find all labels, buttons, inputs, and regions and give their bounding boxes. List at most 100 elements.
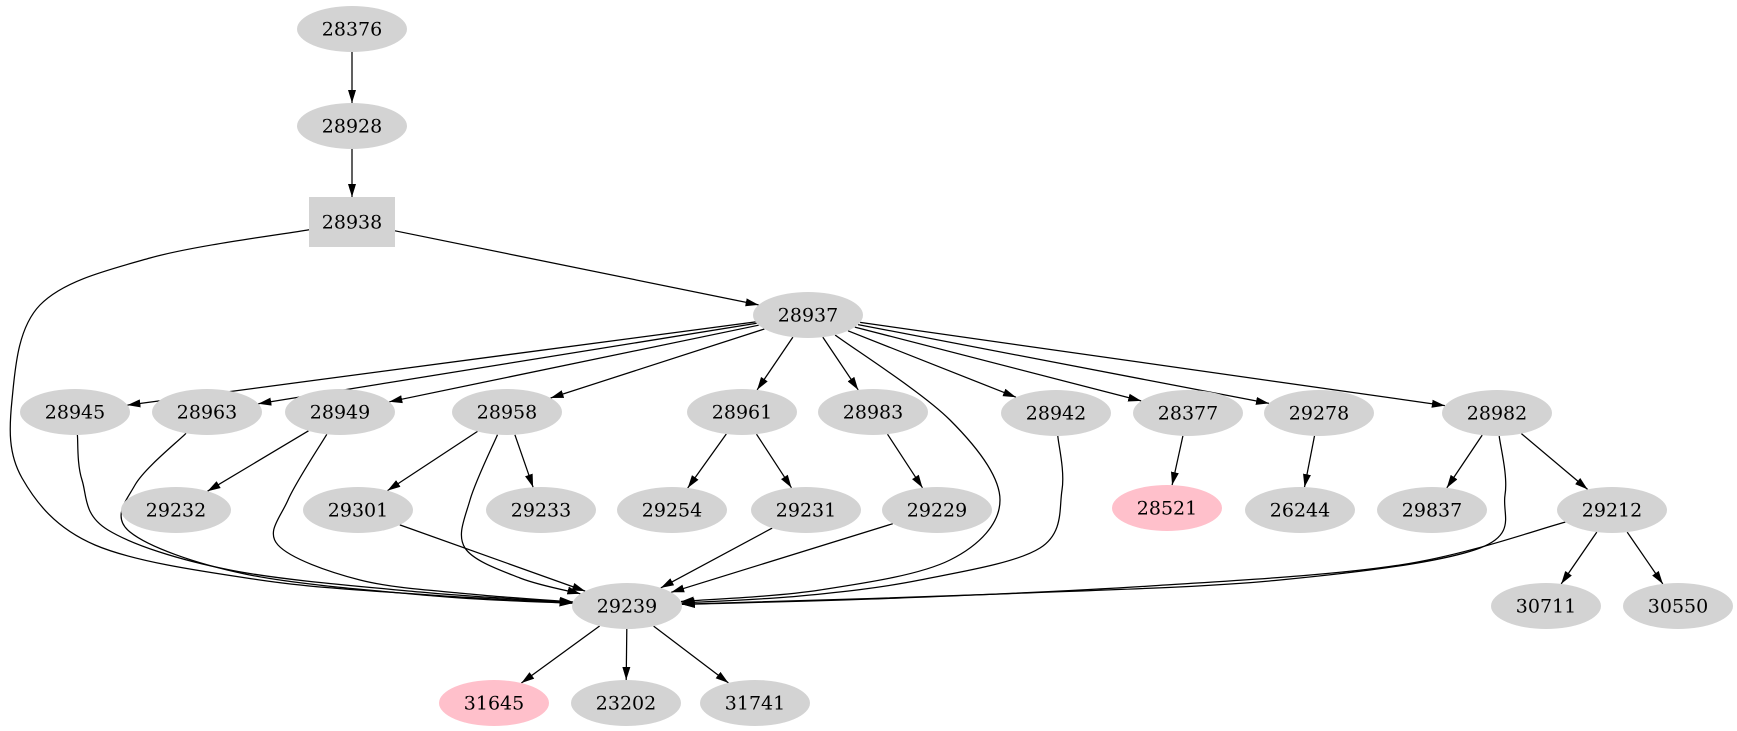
node-label-28938: 28938 — [322, 212, 382, 234]
edge-28937-28982 — [860, 321, 1445, 408]
node-label-31741: 31741 — [725, 693, 785, 715]
node-29254: 29254 — [617, 487, 727, 533]
node-label-29233: 29233 — [511, 500, 571, 522]
node-ellipse-shape — [617, 487, 727, 533]
node-28521: 28521 — [1112, 485, 1222, 531]
edge-28961-29231 — [755, 433, 793, 489]
edge-29212-30711 — [1560, 531, 1598, 585]
node-28937: 28937 — [753, 292, 863, 338]
node-ellipse-shape — [297, 6, 407, 52]
node-label-29231: 29231 — [776, 500, 836, 522]
edge-28937-28945 — [127, 321, 756, 408]
node-29837: 29837 — [1377, 487, 1487, 533]
edge-28937-28949 — [389, 324, 759, 404]
node-label-29254: 29254 — [642, 500, 702, 522]
edge-29301-29239 — [399, 524, 586, 592]
edge-28937-29239 — [680, 334, 1001, 605]
node-ellipse-shape — [1442, 390, 1552, 436]
node-label-29239: 29239 — [597, 596, 657, 618]
node-label-28376: 28376 — [322, 19, 382, 41]
node-29301: 29301 — [303, 487, 413, 533]
node-label-29837: 29837 — [1402, 500, 1462, 522]
edge-28377-28521 — [1170, 435, 1184, 486]
node-label-29212: 29212 — [1582, 500, 1642, 522]
node-ellipse-shape — [1001, 390, 1111, 436]
node-ellipse-shape — [1623, 583, 1733, 629]
edge-28937-28983 — [822, 336, 859, 391]
node-ellipse-shape — [303, 487, 413, 533]
node-label-28521: 28521 — [1137, 498, 1197, 520]
edge-28938-28937 — [394, 230, 759, 307]
node-ellipse-shape — [121, 487, 231, 533]
node-label-28961: 28961 — [712, 402, 772, 424]
node-ellipse-shape — [152, 389, 262, 435]
edge-29239-23202 — [622, 628, 631, 681]
node-28963: 28963 — [152, 389, 262, 435]
node-label-26244: 26244 — [1270, 500, 1330, 522]
node-28949: 28949 — [285, 389, 395, 435]
edge-28937-28377 — [854, 326, 1142, 402]
node-label-29232: 29232 — [146, 500, 206, 522]
node-29232: 29232 — [121, 487, 231, 533]
node-label-28942: 28942 — [1026, 403, 1086, 425]
node-label-29301: 29301 — [328, 500, 388, 522]
node-ellipse-shape — [753, 292, 863, 338]
node-ellipse-shape — [882, 487, 992, 533]
node-28376: 28376 — [297, 6, 407, 52]
node-ellipse-shape — [297, 103, 407, 149]
node-30711: 30711 — [1491, 583, 1601, 629]
edge-29239-31741 — [653, 625, 729, 684]
node-28938: 28938 — [309, 197, 395, 247]
node-28961: 28961 — [687, 389, 797, 435]
node-ellipse-shape — [486, 487, 596, 533]
node-ellipse-shape — [452, 389, 562, 435]
node-label-31645: 31645 — [464, 693, 524, 715]
node-ellipse-shape — [571, 680, 681, 726]
node-label-28377: 28377 — [1158, 403, 1218, 425]
edge-28958-29233 — [514, 434, 534, 488]
node-31741: 31741 — [700, 680, 810, 726]
node-ellipse-shape — [700, 680, 810, 726]
node-28928: 28928 — [297, 103, 407, 149]
node-28377: 28377 — [1133, 390, 1243, 436]
edge-layer — [9, 52, 1664, 684]
edge-29278-26244 — [1303, 435, 1316, 488]
node-28982: 28982 — [1442, 390, 1552, 436]
node-label-30711: 30711 — [1516, 596, 1576, 618]
node-ellipse-shape — [818, 389, 928, 435]
edge-28942-29239 — [681, 435, 1064, 607]
edge-28963-29239 — [120, 432, 573, 607]
edge-29212-30550 — [1626, 531, 1664, 585]
node-ellipse-shape — [20, 389, 130, 435]
node-ellipse-shape — [1557, 487, 1667, 533]
node-28942: 28942 — [1001, 390, 1111, 436]
node-label-23202: 23202 — [596, 693, 656, 715]
edge-28982-29212 — [1520, 433, 1589, 490]
node-label-28983: 28983 — [843, 402, 903, 424]
node-label-28945: 28945 — [45, 402, 105, 424]
node-ellipse-shape — [572, 583, 682, 629]
node-29212: 29212 — [1557, 487, 1667, 533]
node-29233: 29233 — [486, 487, 596, 533]
node-ellipse-shape — [687, 389, 797, 435]
node-ellipse-shape — [751, 487, 861, 533]
node-29239: 29239 — [572, 583, 682, 629]
node-ellipse-shape — [1264, 390, 1374, 436]
node-label-29229: 29229 — [907, 500, 967, 522]
edge-29231-29239 — [660, 527, 773, 589]
node-box-shape — [309, 197, 395, 247]
edge-29212-29239 — [681, 521, 1566, 609]
node-26244: 26244 — [1245, 487, 1355, 533]
edge-28937-28942 — [847, 330, 1017, 398]
edge-28949-29239 — [272, 433, 573, 605]
node-ellipse-shape — [285, 389, 395, 435]
edge-29239-31645 — [521, 625, 600, 684]
node-31645: 31645 — [439, 680, 549, 726]
edge-29229-29239 — [671, 523, 893, 593]
node-label-28928: 28928 — [322, 116, 382, 138]
node-28983: 28983 — [818, 389, 928, 435]
node-29231: 29231 — [751, 487, 861, 533]
